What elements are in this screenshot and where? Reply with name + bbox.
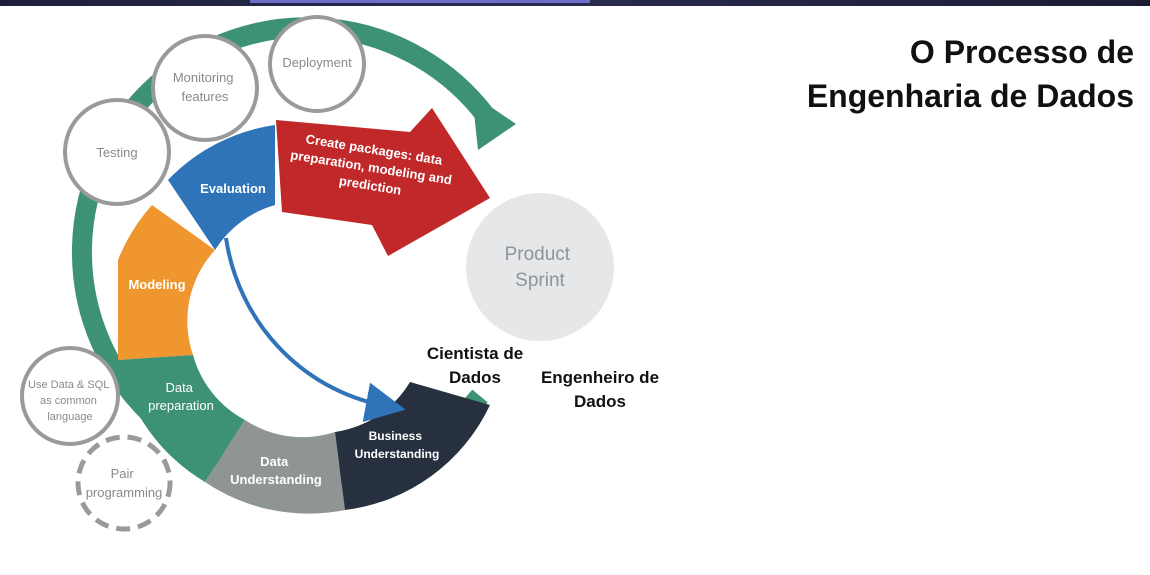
product-sprint-circle (466, 193, 614, 341)
page-title-line-1: O Processo de (909, 34, 1134, 70)
pair-programming-circle (75, 434, 173, 532)
segment-data-preparation (118, 355, 245, 482)
deployment-circle (268, 15, 366, 113)
label-testing: Testing (96, 145, 137, 160)
role-cientista-de-dados: Cientista de Dados (410, 342, 540, 390)
label-use-data-sql: Use Data & SQL as common language (28, 379, 112, 423)
role-cientista-line-2: Dados (449, 368, 501, 387)
segment-data-understanding (205, 420, 345, 514)
use-data-sql-circle (20, 346, 120, 446)
label-pair-programming: Pair programming (86, 466, 163, 500)
label-monitoring-features: Monitoring features (173, 70, 237, 104)
page-title-line-2: Engenharia de Dados (806, 78, 1134, 114)
label-business-understanding: Business Understanding (355, 429, 440, 461)
role-engenheiro-de-dados: Engenheiro de Dados (530, 366, 670, 414)
top-bar (0, 0, 1150, 6)
label-deployment: Deployment (282, 55, 352, 70)
label-product-sprint: Product Sprint (505, 244, 576, 291)
role-engenheiro-line-2: Dados (574, 392, 626, 411)
label-data-preparation: Data preparation (148, 380, 214, 413)
role-cientista-line-1: Cientista de (426, 344, 524, 363)
label-data-understanding: Data Understanding (230, 454, 322, 487)
segment-modeling (118, 205, 215, 360)
page-title: O Processo de Engenharia de Dados (714, 30, 1134, 118)
label-modeling: Modeling (128, 277, 185, 292)
process-diagram: Evaluation Modeling Data preparation Dat… (20, 15, 614, 532)
outer-ring-arrowhead (472, 94, 516, 150)
testing-circle (63, 98, 171, 206)
top-bar-accent (250, 0, 590, 3)
create-packages-arrow (276, 108, 490, 256)
segment-business-understanding (335, 382, 490, 510)
segment-evaluation (168, 125, 275, 250)
blue-return-arrow (224, 237, 406, 422)
label-evaluation: Evaluation (200, 181, 266, 196)
monitoring-features-circle (151, 34, 259, 142)
role-engenheiro-line-1: Engenheiro de (540, 368, 660, 387)
